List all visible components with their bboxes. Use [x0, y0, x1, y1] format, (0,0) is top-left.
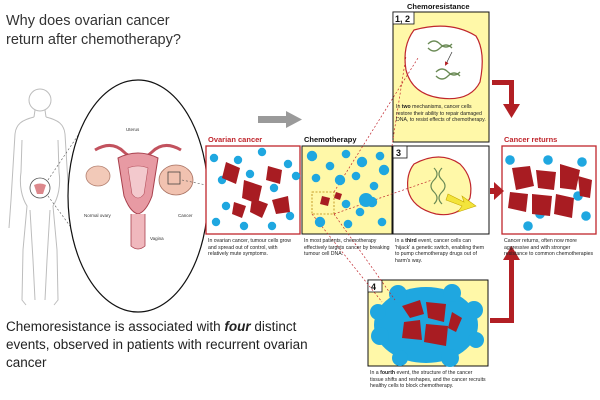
dna-helix-icon	[430, 167, 446, 205]
tumour-cell	[554, 194, 574, 218]
healthy-cell	[356, 156, 368, 168]
healthy-cell	[325, 161, 335, 171]
healthy-cell	[355, 207, 365, 217]
tumour-cell	[532, 194, 552, 216]
subtitle: Chemoresistance is associated with four …	[6, 319, 308, 370]
healthy-cell	[221, 201, 231, 211]
tumour-cell	[266, 166, 282, 184]
chemo-arrow	[258, 111, 302, 128]
healthy-cell	[377, 217, 387, 227]
chemoresistance-title: Chemoresistance	[407, 2, 470, 11]
body-outline-illustration	[8, 88, 72, 306]
healthy-cell	[257, 147, 267, 157]
tumour-cell	[536, 170, 556, 190]
healthy-cell	[505, 155, 515, 165]
label-uterus: Uterus	[126, 127, 140, 132]
tumour-cell	[560, 164, 580, 190]
healthy-cell	[269, 183, 279, 193]
healthy-cell	[311, 173, 321, 183]
tumour-cell	[232, 202, 246, 218]
tumour-cell	[578, 176, 592, 198]
uterus-illustration	[85, 144, 194, 250]
healthy-cell	[369, 181, 379, 191]
chemoresistance-text: In two mechanisms, cancer cells restore …	[396, 104, 486, 124]
red-dashed-links	[311, 55, 433, 303]
healthy-cell	[283, 159, 293, 169]
tumour-cell	[222, 162, 240, 184]
healthy-cell	[543, 155, 553, 165]
healthy-cell	[239, 221, 249, 231]
healthy-cell	[267, 221, 277, 231]
pump-arrow	[445, 193, 477, 213]
healthy-cell	[523, 221, 533, 231]
tumour-cell	[272, 196, 290, 214]
tumour-cell	[320, 196, 330, 206]
healthy-cell	[285, 211, 295, 221]
red-arrows	[490, 80, 520, 323]
healthy-cell	[314, 216, 326, 228]
uterus-small-icon	[34, 183, 46, 194]
healthy-cell	[341, 149, 351, 159]
event-number-1-2: 1, 2	[395, 14, 411, 24]
healthy-cell	[341, 199, 351, 209]
healthy-cell	[359, 193, 373, 207]
healthy-cell	[245, 169, 255, 179]
fourth-event-text: In a fourth event, the structure of the …	[370, 370, 486, 390]
tumour-cell	[508, 192, 528, 212]
healthy-cell	[343, 219, 353, 229]
healthy-cell	[233, 155, 243, 165]
tumour-core	[402, 300, 462, 346]
tumour-cell	[512, 166, 534, 190]
healthy-cell	[291, 171, 301, 181]
healthy-cell	[375, 151, 385, 161]
label-cancer: Cancer	[178, 213, 193, 218]
healthy-cell	[577, 157, 587, 167]
healthy-cell	[209, 153, 219, 163]
healthy-cell	[334, 174, 346, 186]
third-event-text: In a third event, cancer cells can 'hija…	[395, 238, 485, 264]
cell-outline-1	[404, 25, 483, 100]
chemotherapy-title: Chemotherapy	[304, 135, 357, 144]
label-vagina: Vagina	[150, 236, 164, 241]
chemotherapy-text: In most patients, chemotherapy effective…	[304, 238, 390, 258]
dna-strands-icon	[427, 40, 461, 80]
label-normal-ovary: Normal ovary	[84, 213, 111, 218]
healthy-cell	[351, 171, 361, 181]
ovarian-cancer-text: In ovarian cancer, tumour cells grow and…	[208, 238, 292, 258]
cancer-returns-text: Cancer returns, often now more aggressiv…	[504, 238, 594, 258]
tumour-cell	[250, 198, 268, 218]
healthy-cell	[211, 217, 221, 227]
healthy-cell	[378, 164, 390, 176]
tumour-cell	[242, 180, 262, 204]
page-title: Why does ovarian cancer return after che…	[6, 13, 181, 48]
zoom-lines	[47, 109, 96, 261]
event-number-4: 4	[371, 282, 377, 292]
ovarian-cancer-title: Ovarian cancer	[208, 135, 263, 144]
event-number-3: 3	[396, 148, 402, 158]
healthy-cell	[581, 211, 591, 221]
cancer-returns-title: Cancer returns	[504, 135, 558, 144]
tumour-cell	[334, 192, 342, 200]
healthy-cell	[306, 150, 318, 162]
